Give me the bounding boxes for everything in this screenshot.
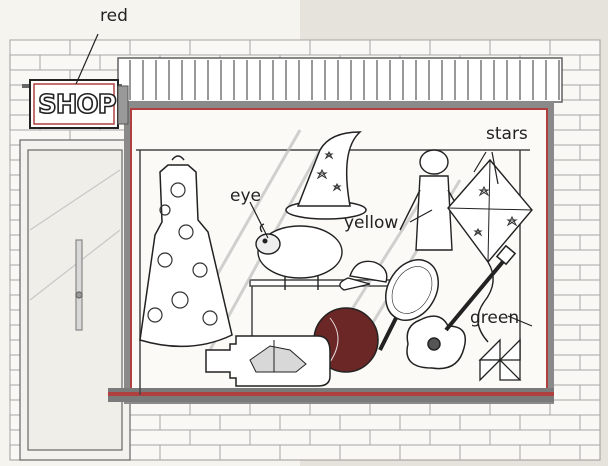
- shop-door: [19, 139, 131, 461]
- guitar: [406, 244, 517, 370]
- roof-railing: [117, 57, 563, 103]
- toy-sheep: [255, 223, 343, 290]
- kite: [447, 158, 533, 343]
- ship-in-bottle: [205, 335, 331, 387]
- label-green: green: [470, 308, 520, 328]
- railing-posts: [129, 60, 560, 100]
- dress: [139, 155, 233, 348]
- wizard-hat: [285, 131, 367, 220]
- shop-sign: [22, 79, 129, 129]
- puppet: [399, 149, 469, 251]
- label-pointers: [75, 33, 533, 327]
- pinwheel: [478, 338, 522, 382]
- shop-sign-text: SHOP: [37, 89, 117, 121]
- label-stars: stars: [486, 124, 528, 144]
- cap: [339, 260, 388, 291]
- label-yellow: yellow: [344, 213, 399, 233]
- label-eye: eye: [230, 186, 261, 206]
- tennis-rackets: [378, 259, 439, 351]
- label-red: red: [98, 6, 130, 26]
